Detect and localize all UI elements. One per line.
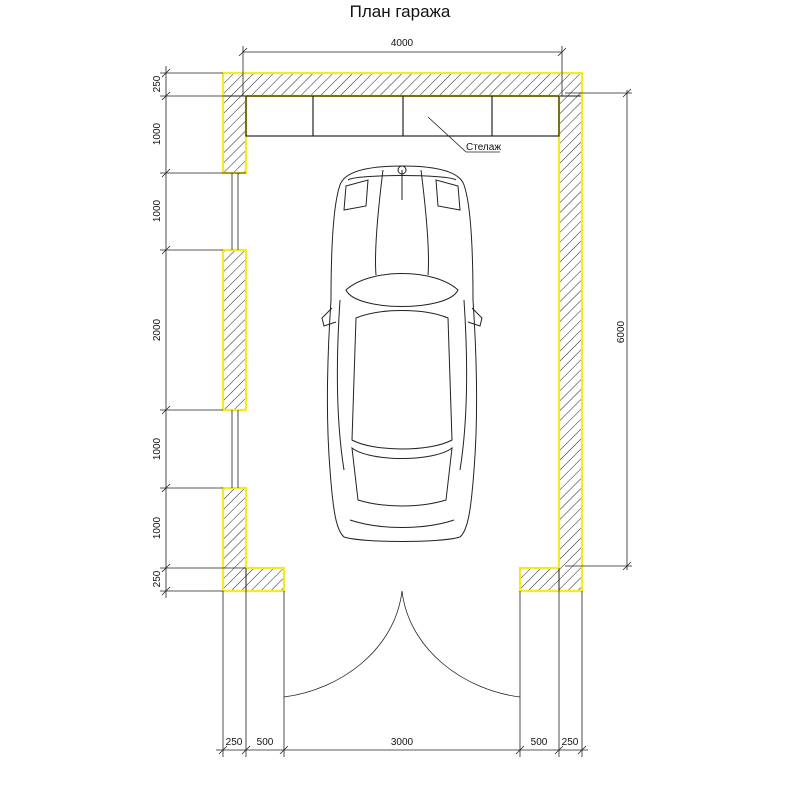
- shelf: [245, 95, 560, 137]
- dim-left-label: 1000: [152, 516, 163, 539]
- wall-bottom-left-stub: [245, 567, 285, 592]
- wall-left-2: [222, 249, 247, 411]
- wall-left-3: [222, 487, 247, 592]
- dim-left: [160, 66, 246, 598]
- dim-left-label: 1000: [152, 122, 163, 145]
- dim-left-label: 250: [152, 570, 163, 587]
- dim-right-label: 6000: [616, 320, 627, 343]
- wall-right: [558, 95, 583, 592]
- dim-bottom-label: 250: [226, 737, 243, 748]
- dim-top-label: 4000: [391, 38, 414, 49]
- wall-bottom-right-stub: [519, 567, 560, 592]
- dim-bottom: [216, 568, 588, 757]
- wall-top: [222, 72, 583, 97]
- dim-left-label: 1000: [152, 199, 163, 222]
- dim-bottom-label: 3000: [391, 737, 414, 748]
- wall-outline-highlight: [221, 71, 584, 593]
- gate-doors: [283, 590, 521, 698]
- walls: [222, 72, 583, 592]
- plan-title: План гаража: [349, 2, 451, 21]
- dim-bottom-label: 500: [257, 737, 274, 748]
- dim-top: [238, 46, 567, 96]
- shelf-label: Стелаж: [466, 142, 501, 153]
- dim-left-label: 250: [152, 75, 163, 92]
- dim-bottom-label: 250: [562, 737, 579, 748]
- wall-left-1: [222, 95, 247, 174]
- window-lines: [231, 173, 239, 488]
- dim-left-label: 1000: [152, 437, 163, 460]
- shelf-leader: [427, 116, 500, 153]
- dim-left-label: 2000: [152, 318, 163, 341]
- dim-bottom-label: 500: [531, 737, 548, 748]
- dim-right: [565, 88, 632, 571]
- car: [321, 165, 483, 542]
